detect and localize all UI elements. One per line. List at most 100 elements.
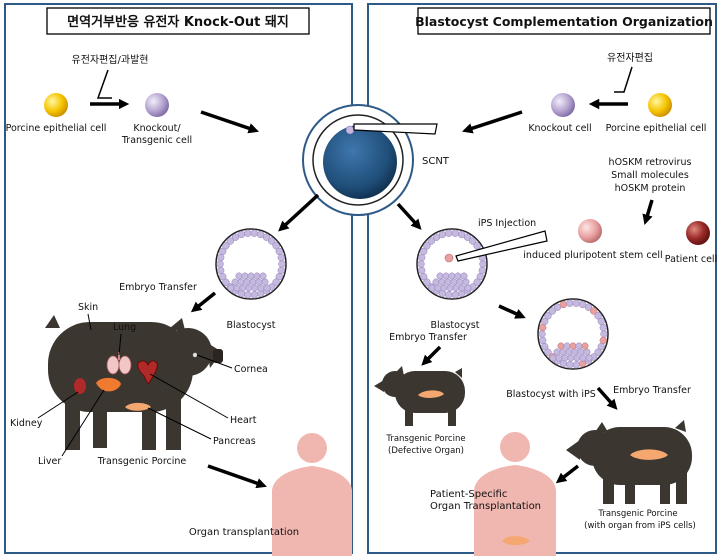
- blastomere: [420, 247, 428, 256]
- inner-cell-mass-cell: [555, 354, 563, 362]
- inner-cell-mass-cell: [460, 272, 468, 280]
- blastomere: [277, 253, 285, 262]
- knockout-cell-right: [551, 93, 575, 117]
- blastomere: [219, 247, 227, 256]
- pig-ips: [566, 420, 692, 504]
- porcine-epithelial-cell-right-label: Porcine epithelial cell: [606, 123, 707, 134]
- blastomere: [600, 330, 608, 338]
- transgenic-porcine-ips-label-2: (with organ from iPS cells): [584, 521, 696, 531]
- embryo-transfer-right-label: Embryo Transfer: [613, 385, 691, 396]
- inner-cell-mass-cell: [450, 278, 458, 286]
- blastomere: [541, 342, 549, 351]
- blastomere: [594, 348, 602, 356]
- blastomere: [445, 291, 453, 299]
- patient-cell-label: Patient cell: [665, 254, 717, 265]
- blastomere: [566, 299, 574, 307]
- inner-cell-mass-cell: [241, 272, 249, 280]
- embryo-transfer-left-label: Embryo Transfer: [119, 282, 197, 293]
- blastomere: [427, 237, 435, 245]
- inner-cell-mass-cell: [456, 278, 464, 286]
- inner-cell-mass-cell: [565, 348, 573, 356]
- heart-label: Heart: [230, 415, 257, 426]
- blastomere: [559, 300, 568, 309]
- inner-cell-mass-cell: [442, 272, 450, 280]
- blastomere: [278, 260, 286, 268]
- blastomere: [275, 272, 283, 281]
- inner-cell-mass-cell: [257, 284, 265, 292]
- ips-injection-pipette: [455, 230, 548, 262]
- left-panel-frame: [4, 3, 353, 554]
- blastomere: [476, 272, 484, 281]
- gene-editing-right-label: 유전자편집: [607, 52, 653, 64]
- inner-cell-mass-cell: [434, 284, 442, 292]
- inner-cell-mass-cell: [243, 278, 251, 286]
- knockout-transgenic-label-2: Transgenic cell: [121, 135, 192, 146]
- reprogramming-line-3: hOSKM protein: [615, 183, 686, 194]
- blastomere: [277, 266, 285, 275]
- blastomere: [272, 278, 280, 286]
- blastomere: [451, 291, 459, 299]
- transgenic-porcine-left-label: Transgenic Porcine: [97, 456, 187, 467]
- inner-cell-mass-cell: [573, 354, 581, 362]
- knockout-cell-label: Knockout cell: [528, 123, 591, 134]
- blastomere: [572, 299, 580, 307]
- arrow-to-scnt-left: [200, 110, 259, 134]
- blastomere: [578, 300, 587, 309]
- arrow-to-defective-pig: [421, 345, 442, 366]
- blastomere: [231, 233, 240, 241]
- inner-cell-mass-cell: [446, 284, 454, 292]
- inner-cell-mass-cell: [261, 278, 269, 286]
- blastomere: [222, 278, 230, 286]
- arrow-to-scnt-right: [462, 110, 523, 134]
- blastomere: [226, 237, 234, 245]
- inner-cell-mass-cell: [227, 284, 235, 292]
- reprogramming-line-2: Small molecules: [611, 170, 689, 181]
- blastomere: [572, 361, 580, 369]
- arrow-scnt-to-blastocyst-right: [396, 202, 422, 230]
- inner-cell-mass-cell: [561, 354, 569, 362]
- blastomere: [272, 242, 280, 250]
- arrow-to-ips-pig: [596, 386, 618, 410]
- blastomere: [544, 312, 552, 320]
- inner-cell-mass-cell: [237, 278, 245, 286]
- blastocyst-right-cells: [417, 229, 487, 299]
- inner-cell-mass-cell: [235, 272, 243, 280]
- porcine-epithelial-cell-left-label: Porcine epithelial cell: [6, 123, 107, 134]
- blastomere: [599, 336, 607, 345]
- blastomere: [423, 278, 431, 286]
- embryo-transfer-right-left-label: Embryo Transfer: [389, 332, 467, 343]
- blastomere: [217, 266, 225, 275]
- blastomere: [539, 323, 547, 332]
- ips-injection-label: iPS Injection: [478, 218, 536, 229]
- liver-line: [61, 389, 105, 457]
- blastomere: [219, 272, 227, 281]
- blastocyst-ips-cells: [538, 299, 608, 369]
- arrow-to-pig-left: [190, 291, 217, 313]
- arrow-to-blastocyst-ips: [498, 304, 526, 319]
- blastomere: [544, 348, 552, 356]
- inner-cell-mass-cell: [251, 284, 259, 292]
- blastocyst-ips-label: Blastocyst with iPS: [506, 389, 596, 400]
- pancreas-icon-ips-pig: [630, 449, 668, 460]
- pig-left: [45, 315, 223, 450]
- transgenic-porcine-ips-label-1: Transgenic Porcine: [597, 509, 677, 519]
- human-left: [272, 433, 352, 556]
- inner-cell-mass-cell: [448, 272, 456, 280]
- inner-cell-mass-cell: [567, 354, 575, 362]
- inner-cell-mass-cell: [233, 284, 241, 292]
- blastomere: [244, 229, 252, 237]
- patient-specific-label-1: Patient-Specific: [430, 489, 507, 500]
- pancreas-label: Pancreas: [213, 436, 256, 447]
- inner-cell-mass-cell: [231, 278, 239, 286]
- inner-cell-mass-cell: [553, 348, 561, 356]
- scnt-label: SCNT: [422, 156, 450, 167]
- inner-cell-mass-cell: [462, 278, 470, 286]
- blastomere: [418, 266, 426, 275]
- gene-editing-overexpression-label: 유전자편집/과발현: [72, 54, 149, 66]
- blastomere: [597, 317, 605, 326]
- kidney-label: Kidney: [10, 418, 43, 429]
- inner-cell-mass-cell: [247, 272, 255, 280]
- arrow-to-human-left: [207, 464, 267, 489]
- arrow-reprogramming: [642, 199, 654, 226]
- left-title-box: [46, 7, 310, 35]
